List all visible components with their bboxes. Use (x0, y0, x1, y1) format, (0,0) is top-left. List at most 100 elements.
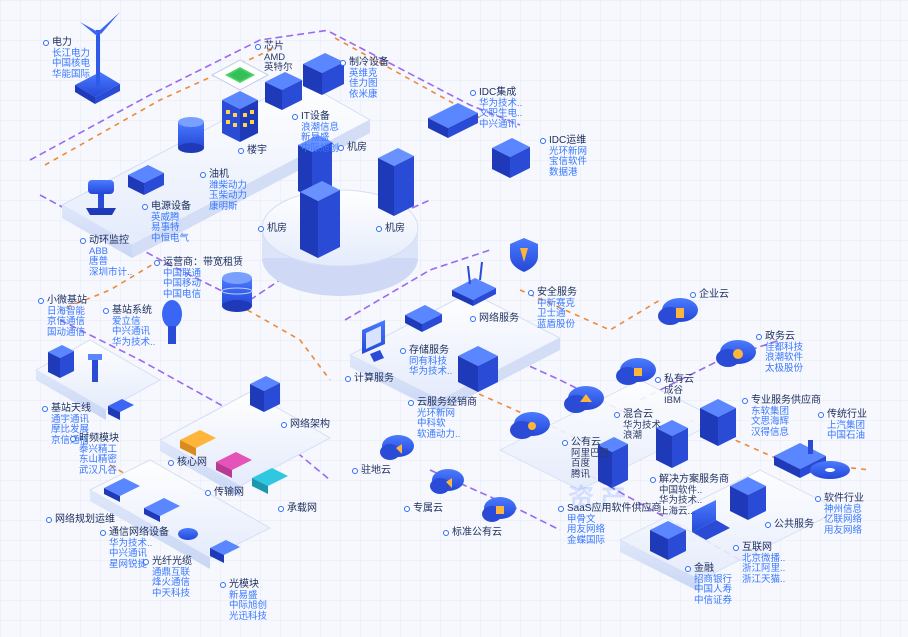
label-internet: 互联网北京微播..浙江阿里..浙江天猫.. (733, 542, 786, 585)
bullet-icon (765, 522, 771, 529)
label-clock-module: 时频模块泰兴精工东山精密武汉凡谷 (70, 433, 119, 476)
bullet-icon (558, 506, 564, 513)
company-name: 卫士通 (537, 308, 566, 319)
company-name: 东山精密 (79, 454, 118, 465)
company-name: ABB (89, 245, 109, 257)
company-name: 汉得信息 (751, 426, 790, 438)
company-name: 通鼎互联 (152, 566, 191, 578)
bullet-icon (733, 545, 739, 552)
label-power-equipment: 电源设备英威腾易事特中恒电气 (142, 201, 191, 244)
label-title: 机房 (338, 142, 367, 154)
label-title: 网络服务 (470, 313, 519, 325)
company-name: 玉柴动力 (209, 190, 248, 201)
company-name: 中国电信 (163, 288, 202, 300)
bullet-icon (340, 60, 346, 67)
company-name: 爱立信 (112, 315, 141, 327)
company-name: 唐普 (89, 256, 109, 267)
company-name: 文思海辉 (751, 416, 790, 427)
company-name: 中兴通讯 (109, 548, 148, 559)
company-name: 中新赛克 (537, 297, 576, 309)
label-title: 专属云 (404, 503, 443, 515)
label-title: 公共服务 (765, 519, 814, 531)
label-title: IT设备 (292, 111, 339, 123)
label-title: 网络架构 (281, 419, 330, 431)
company-name: 宝信软件 (549, 156, 588, 167)
label-small-station: 小微基站日海智能京信通信国动通信 (38, 295, 87, 338)
amplifier-icon (108, 399, 134, 420)
saas-server-icon (598, 420, 688, 488)
company-name: 泰兴精工 (79, 443, 118, 455)
company-name: 日海智能 (47, 305, 86, 317)
company-name: 太极股份 (765, 362, 804, 374)
label-title: 网络规划运维 (46, 514, 115, 526)
label-title: 运营商：带宽租赁 (154, 257, 243, 269)
label-title: 计算服务 (345, 373, 394, 385)
bullet-icon (168, 460, 174, 467)
label-gov-cloud: 政务云佳都科技浪潮软件太极股份 (756, 331, 804, 374)
label-title: 混合云 (614, 409, 661, 421)
label-public-service: 公共服务 (765, 519, 814, 531)
label-bearer-net: 承载网 (278, 503, 317, 515)
company-name: 亿联网络 (824, 514, 863, 525)
bullet-icon (742, 398, 748, 405)
mixed-cloud-icon (564, 386, 604, 413)
enterprise-cloud-icon (658, 298, 698, 325)
company-name: 文职生电.. (479, 108, 523, 119)
laptop-icon (692, 500, 730, 540)
label-traditional: 传统行业上汽集团中国石油 (818, 409, 867, 442)
label-cloud-provider: 云服务经销商光环新网中科软软通动力.. (408, 397, 477, 440)
label-local-cloud: 驻地云 (352, 465, 391, 477)
bullet-icon (38, 298, 44, 305)
label-title: 解决方案服务商 (650, 474, 729, 486)
company-name: 光环新网 (417, 407, 456, 419)
bullet-icon (685, 566, 691, 573)
label-title: 时频模块 (70, 433, 119, 445)
label-title: 存储服务 (400, 345, 452, 357)
company-name: 软通动力.. (417, 428, 461, 440)
label-storage-service: 存储服务同有科技华为技术.. (400, 345, 452, 378)
label-title: 机房 (258, 223, 287, 235)
battery-icon (178, 117, 204, 153)
bullet-icon (338, 145, 344, 152)
bullet-icon (562, 440, 568, 447)
company-name: 甲骨文 (567, 513, 596, 525)
label-machine-room-2: 机房 (258, 223, 287, 235)
label-idc-operation: IDC运维光环新网宝信软件数据港 (540, 135, 588, 178)
label-fiber: 光纤光缆通鼎互联烽火通信中天科技 (143, 556, 192, 599)
central-server-icon (298, 135, 414, 258)
label-title: 标准公有云 (443, 527, 502, 539)
company-name: 浙江天猫.. (742, 573, 786, 585)
company-name: 中科软 (417, 418, 446, 429)
label-title: 金融 (685, 563, 732, 575)
bullet-icon (818, 412, 824, 419)
label-title: 通信网络设备 (100, 527, 169, 539)
company-name: 武汉凡谷 (79, 464, 118, 476)
label-title: 互联网 (733, 542, 785, 554)
company-name: 同有科技 (409, 355, 448, 367)
bullet-icon (100, 530, 106, 537)
company-name: 华为技术 (623, 419, 662, 431)
bullet-icon (255, 44, 261, 51)
company-name: 蓝盾股份 (537, 318, 576, 330)
label-building: 楼宇 (238, 145, 267, 157)
label-title: 电力 (43, 37, 90, 49)
idc-server-icon (428, 103, 530, 178)
bullet-icon (143, 559, 149, 566)
bullet-icon (690, 292, 696, 299)
bullet-icon (528, 290, 534, 297)
bank-icon (650, 521, 686, 560)
public-cloud-icon (510, 412, 550, 439)
company-name: 中恒电气 (151, 232, 190, 244)
company-name: 腾讯 (571, 468, 591, 480)
label-title: 小微基站 (38, 295, 87, 307)
company-name: 佳力图 (349, 78, 378, 89)
bullet-icon (292, 114, 298, 121)
company-name: 中国移动 (163, 278, 202, 289)
company-name: 成谷 (664, 384, 684, 396)
bullet-icon (103, 308, 109, 315)
router-icon (452, 261, 496, 306)
company-name: 长江电力 (52, 47, 91, 59)
office-icon (458, 346, 498, 392)
company-name: 康明斯 (209, 200, 238, 212)
label-title: 核心网 (168, 457, 207, 469)
